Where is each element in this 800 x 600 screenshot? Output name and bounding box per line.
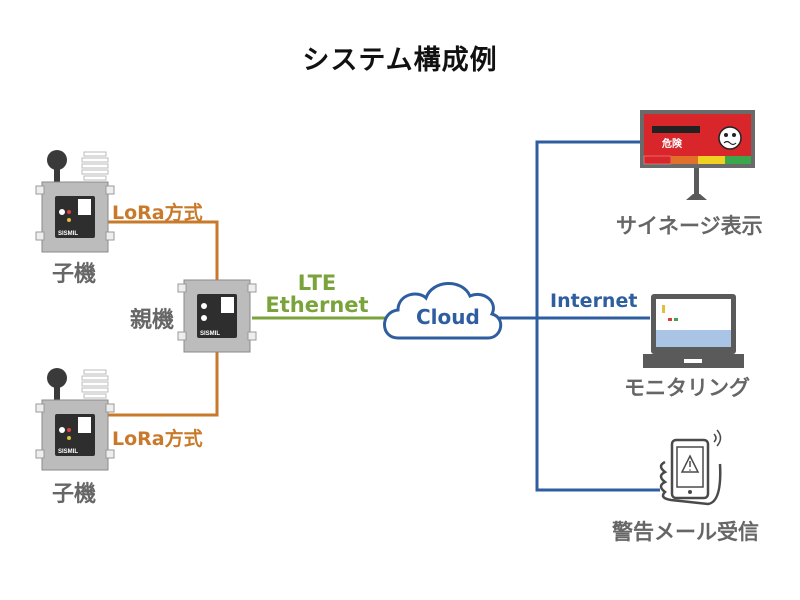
lte-label-line2: Ethernet: [265, 293, 369, 317]
lte-label-line1: LTE: [297, 271, 337, 295]
internet-label: Internet: [550, 290, 638, 312]
svg-text:SISMIL: SISMIL: [58, 231, 78, 237]
cloud-label: Cloud: [416, 305, 480, 329]
svg-text:SISMIL: SISMIL: [58, 449, 78, 455]
lte-label: LTE Ethernet: [262, 272, 372, 316]
signage-label: サイネージ表示: [616, 214, 763, 238]
alert-mail-label: 警告メール受信: [612, 520, 759, 544]
lora-label-bottom: LoRa方式: [112, 428, 203, 450]
child-device-bottom-icon: SISMIL: [35, 368, 115, 471]
internet-trunk: [535, 140, 660, 492]
child-device-top-icon: SISMIL: [35, 150, 115, 253]
laptop-icon: [643, 294, 744, 368]
svg-text:危険: 危険: [662, 137, 683, 150]
signage-icon: 危険: [640, 110, 755, 200]
parent-label: 親機: [130, 308, 175, 333]
child-label-bottom: 子機: [52, 482, 97, 507]
parent-device-icon: SISMIL: [177, 279, 257, 353]
phone-alert-icon: [659, 429, 722, 506]
lora-link-top: [108, 220, 219, 282]
lora-label-top: LoRa方式: [112, 202, 203, 224]
cloud-icon: [383, 282, 503, 340]
lora-link-bottom: [108, 352, 219, 417]
svg-text:SISMIL: SISMIL: [200, 331, 220, 337]
child-label-top: 子機: [52, 262, 97, 287]
diagram-title: システム構成例: [302, 45, 498, 76]
monitoring-label: モニタリング: [624, 376, 750, 400]
